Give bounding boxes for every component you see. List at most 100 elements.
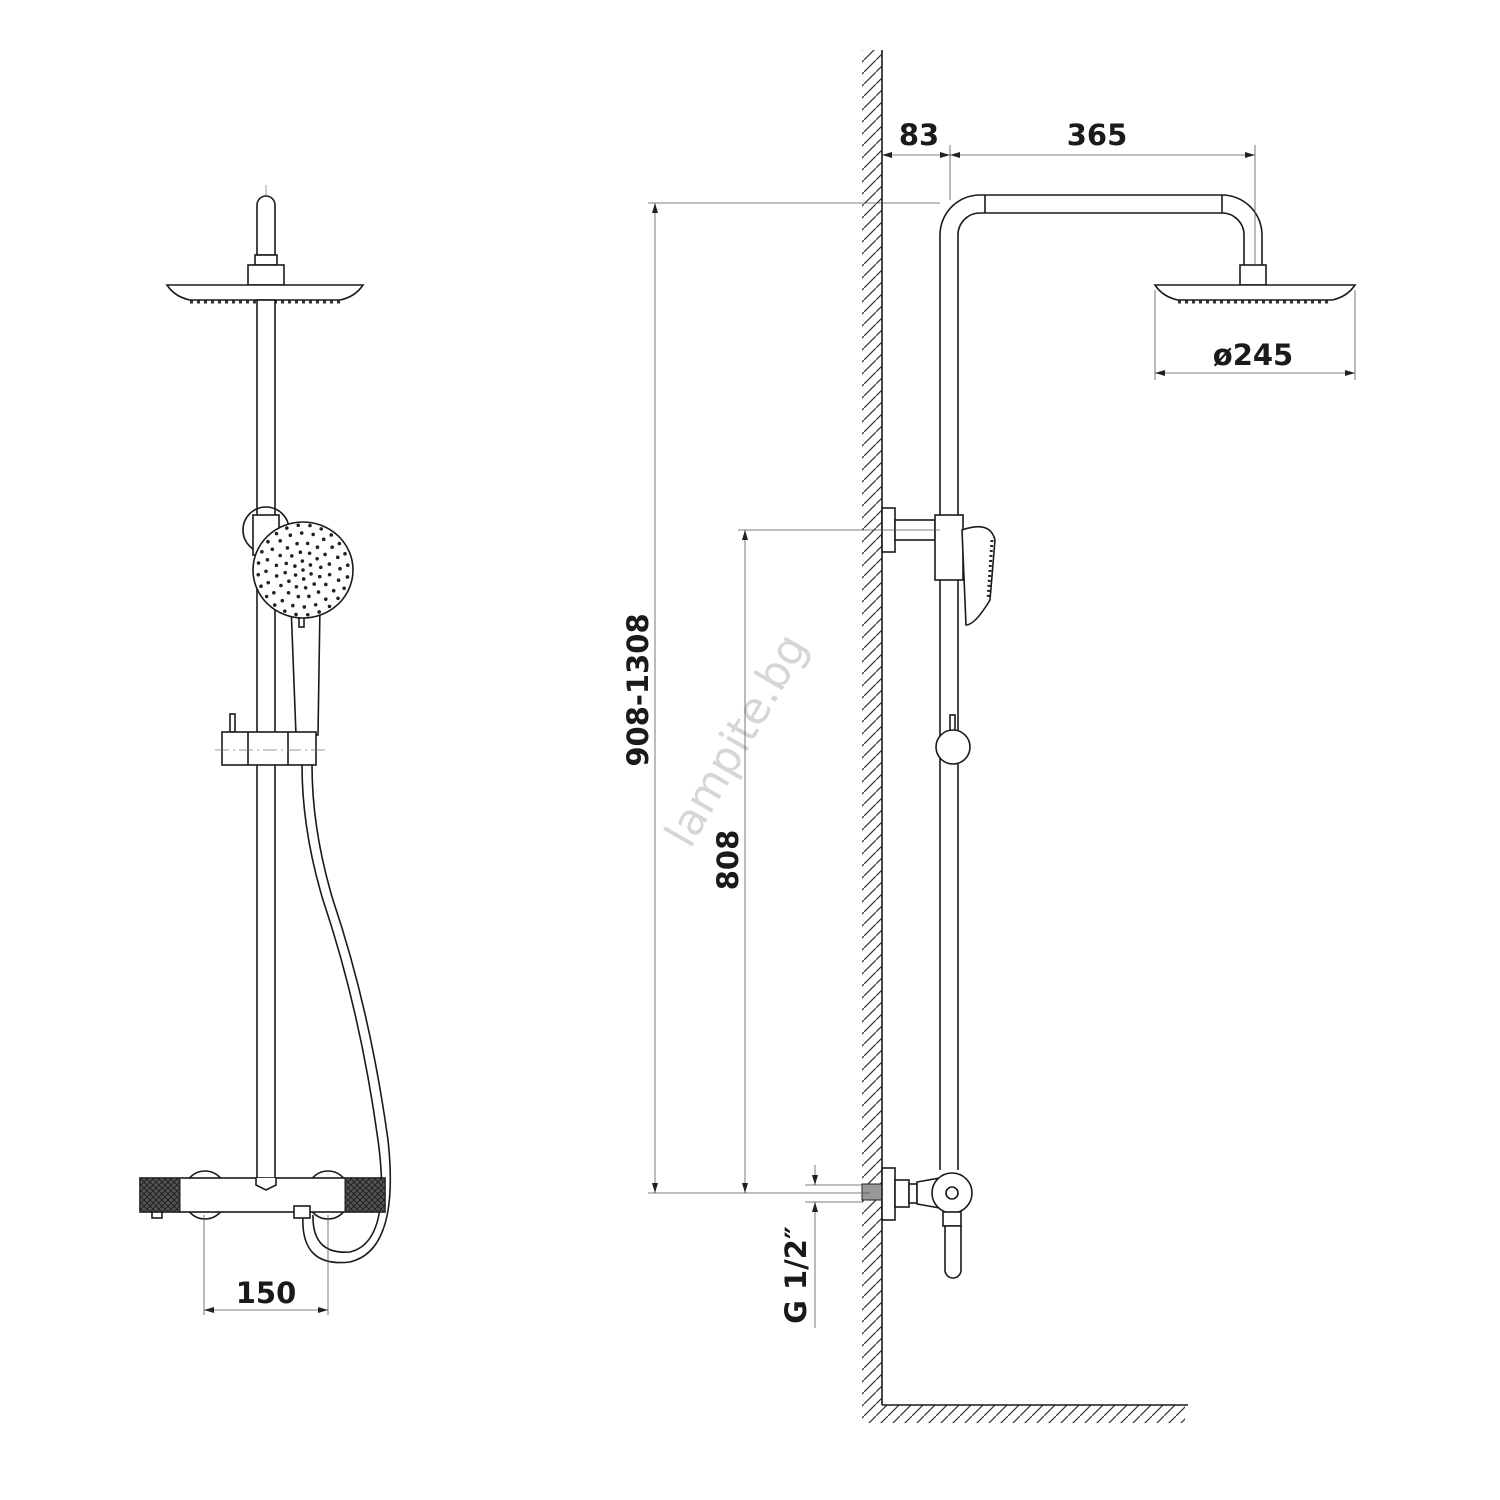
nozzle-dot	[274, 531, 279, 536]
nozzle-dot	[330, 545, 334, 550]
wall-hatch	[862, 50, 882, 1405]
nozzle-dot	[327, 562, 332, 566]
nozzle-dot	[256, 572, 261, 577]
hand-shower-handle	[290, 604, 321, 736]
dim-label-365: 365	[1067, 118, 1128, 152]
nozzle-dot	[279, 583, 283, 588]
dim-label-150: 150	[236, 1276, 297, 1310]
nozzle-dot	[337, 541, 342, 546]
nozzle-dot	[331, 588, 336, 593]
nozzle-dot	[301, 577, 306, 581]
top-cap	[256, 195, 276, 256]
dimension-150: 150	[203, 1215, 329, 1315]
hose	[302, 764, 392, 1264]
shower-arm	[939, 194, 1263, 1170]
nozzle-dot	[264, 569, 268, 574]
nozzle-dot	[308, 563, 313, 567]
dim-label-808: 808	[711, 830, 745, 891]
nozzle-dot	[316, 590, 321, 594]
nozzle-dot	[302, 605, 307, 609]
slider	[221, 731, 317, 766]
nozzle-dot	[284, 561, 289, 566]
nozzle-dot	[308, 523, 312, 528]
front-view: 150	[139, 185, 392, 1315]
nozzle-dot	[317, 610, 321, 614]
dimension-365: 365	[950, 118, 1256, 265]
dimension-808: 808	[711, 529, 940, 1193]
nozzle-dot	[343, 552, 347, 556]
nozzle-dot	[315, 545, 320, 549]
nozzle-dot	[327, 572, 332, 577]
dimension-83: 83	[882, 118, 951, 200]
nozzle-dot	[293, 564, 297, 568]
nozzle-dot	[272, 590, 276, 595]
nozzle-dot	[319, 527, 324, 531]
rain-shower-head	[165, 284, 365, 301]
nozzle-dot	[274, 563, 279, 568]
nozzle-dot	[288, 533, 293, 538]
dimension-thread: G 1/2″	[779, 1165, 862, 1328]
nozzle-dot	[307, 594, 311, 599]
nozzle-dot	[299, 531, 304, 535]
nozzle-dot	[295, 541, 299, 546]
nozzle-dot	[285, 526, 289, 530]
nozzle-dot	[345, 575, 350, 579]
dim-label-83: 83	[899, 118, 939, 152]
nozzle-dot	[266, 539, 270, 544]
dimension-diameter: ø245	[1154, 290, 1356, 380]
nozzle-dot	[301, 568, 305, 572]
thermostatic-mixer	[139, 1170, 386, 1220]
nozzle-dot	[335, 555, 340, 560]
nozzle-dot	[323, 597, 328, 601]
floor-hatch	[862, 1405, 1185, 1423]
nozzle-dot	[264, 594, 269, 599]
nozzle-dot	[315, 557, 319, 561]
side-rain-shower-head	[1153, 284, 1357, 301]
nozzle-dot	[287, 579, 291, 583]
nozzle-dot	[274, 574, 279, 578]
nozzle-dot	[298, 550, 303, 554]
nozzle-dot	[259, 584, 263, 588]
nozzle-dot	[285, 546, 290, 550]
nozzle-dot	[300, 559, 305, 563]
nozzle-dot	[303, 586, 308, 590]
nozzle-dot	[265, 558, 270, 562]
nozzle-dot	[260, 549, 264, 554]
nozzle-dot	[296, 594, 301, 599]
nozzle-dot	[293, 573, 298, 577]
nozzle-dot	[317, 574, 322, 579]
dim-label-thread: G 1/2″	[779, 1226, 813, 1324]
nozzle-dot	[324, 582, 328, 587]
dim-label-diameter: ø245	[1213, 338, 1293, 372]
nozzle-dot	[290, 554, 294, 558]
nozzle-dot	[283, 570, 287, 575]
nozzle-dot	[319, 565, 323, 570]
dimension-height-range: 908-1308	[621, 202, 940, 1194]
nozzle-dot	[312, 582, 316, 586]
nozzle-dot	[266, 580, 271, 585]
dim-label-height-range: 908-1308	[621, 613, 655, 766]
hand-shower-head	[252, 521, 354, 619]
nozzle-dot	[278, 539, 283, 543]
nozzle-dot	[305, 541, 310, 546]
nozzle-dot	[309, 572, 313, 576]
nozzle-dot	[321, 537, 326, 542]
nozzle-dot	[323, 552, 327, 557]
nozzle-dot	[338, 566, 342, 571]
nozzle-dot	[327, 604, 332, 609]
nozzle-dot	[278, 553, 282, 558]
side-view: 83 365 ø245 908-1308 808 G 1/2″	[621, 50, 1357, 1423]
nozzle-dot	[256, 561, 261, 565]
nozzle-dot	[286, 591, 291, 595]
nozzle-dot	[342, 586, 346, 591]
side-hand-shower	[961, 525, 996, 626]
nozzle-dot	[294, 612, 298, 617]
nozzle-dot	[307, 551, 312, 556]
nozzle-dot	[272, 603, 277, 607]
watermark: lampite.bg	[655, 625, 817, 855]
nozzle-dot	[280, 598, 285, 603]
nozzle-dot	[336, 578, 341, 582]
nozzle-dot	[296, 523, 301, 528]
